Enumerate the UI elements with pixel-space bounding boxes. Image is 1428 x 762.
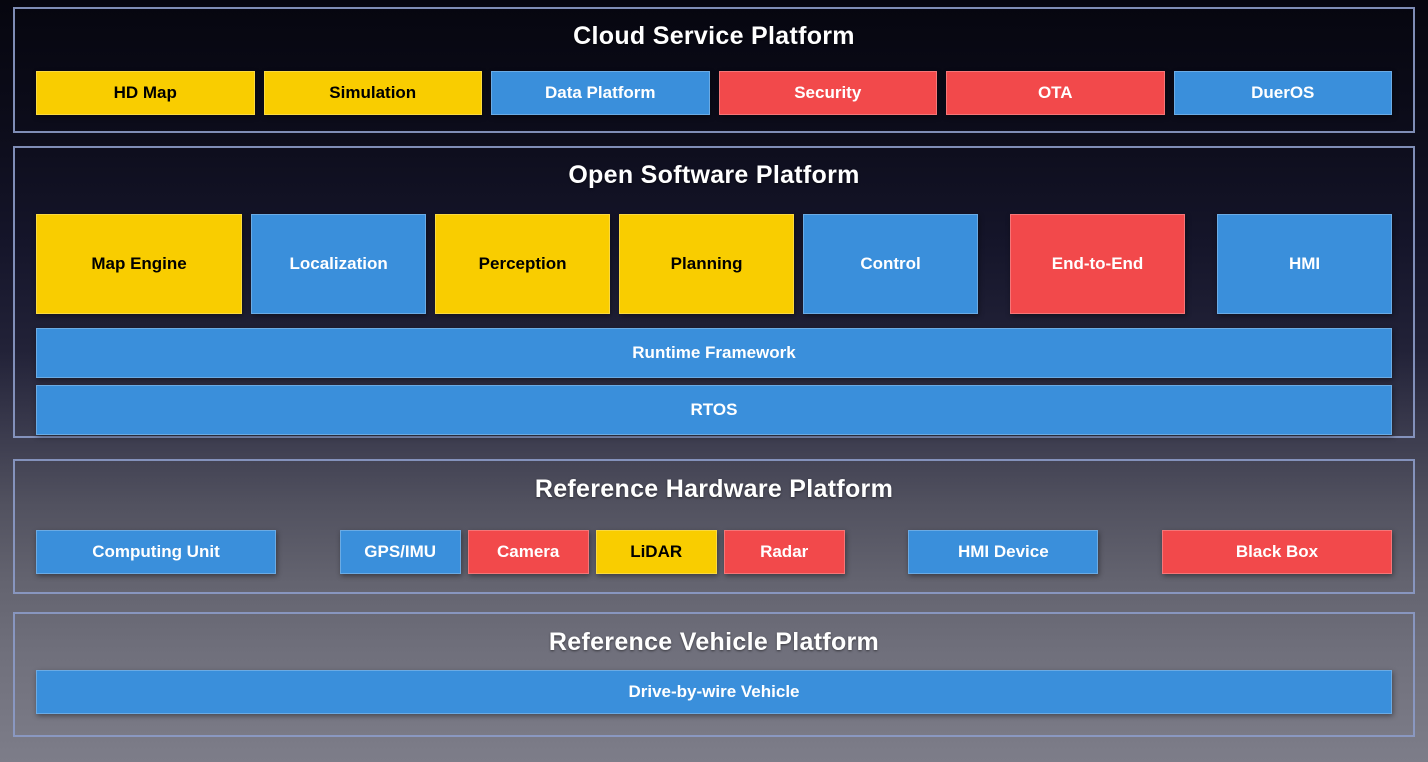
block-hmi: HMI [1217, 214, 1393, 314]
software-modules-row: Map Engine Localization Perception Plann… [36, 214, 1393, 314]
block-hd-map: HD Map [36, 71, 255, 115]
block-map-engine: Map Engine [36, 214, 243, 314]
hardware-platform-title: Reference Hardware Platform [534, 475, 894, 503]
bar-drive-by-wire-vehicle: Drive-by-wire Vehicle [36, 670, 1392, 714]
bar-rtos: RTOS [36, 385, 1392, 435]
block-hmi-device: HMI Device [908, 530, 1099, 574]
block-lidar: LiDAR [595, 530, 717, 574]
bar-runtime-framework: Runtime Framework [36, 328, 1392, 378]
block-planning: Planning [619, 214, 795, 314]
block-computing-unit: Computing Unit [36, 530, 276, 574]
reference-hardware-platform-panel: Reference Hardware Platform Computing Un… [13, 459, 1415, 594]
block-simulation: Simulation [263, 71, 482, 115]
block-dueros: DuerOS [1173, 71, 1392, 115]
vehicle-platform-title: Reference Vehicle Platform [548, 628, 880, 656]
block-control: Control [803, 214, 979, 314]
cloud-blocks-row: HD Map Simulation Data Platform Security… [36, 71, 1392, 115]
cloud-platform-title: Cloud Service Platform [573, 22, 855, 50]
hardware-blocks-row: Computing Unit GPS/IMU Camera LiDAR Rada… [36, 530, 1393, 574]
block-end-to-end: End-to-End [1010, 214, 1186, 314]
software-platform-title: Open Software Platform [568, 161, 860, 189]
block-ota: OTA [946, 71, 1165, 115]
open-software-platform-panel: Open Software Platform Map Engine Locali… [13, 146, 1415, 438]
block-radar: Radar [723, 530, 845, 574]
block-gps-imu: GPS/IMU [339, 530, 461, 574]
block-localization: Localization [251, 214, 427, 314]
block-perception: Perception [435, 214, 611, 314]
cloud-service-platform-panel: Cloud Service Platform HD Map Simulation… [13, 7, 1415, 133]
reference-vehicle-platform-panel: Reference Vehicle Platform Drive-by-wire… [13, 612, 1415, 737]
block-data-platform: Data Platform [491, 71, 710, 115]
block-security: Security [718, 71, 937, 115]
block-camera: Camera [467, 530, 589, 574]
block-black-box: Black Box [1162, 530, 1393, 574]
